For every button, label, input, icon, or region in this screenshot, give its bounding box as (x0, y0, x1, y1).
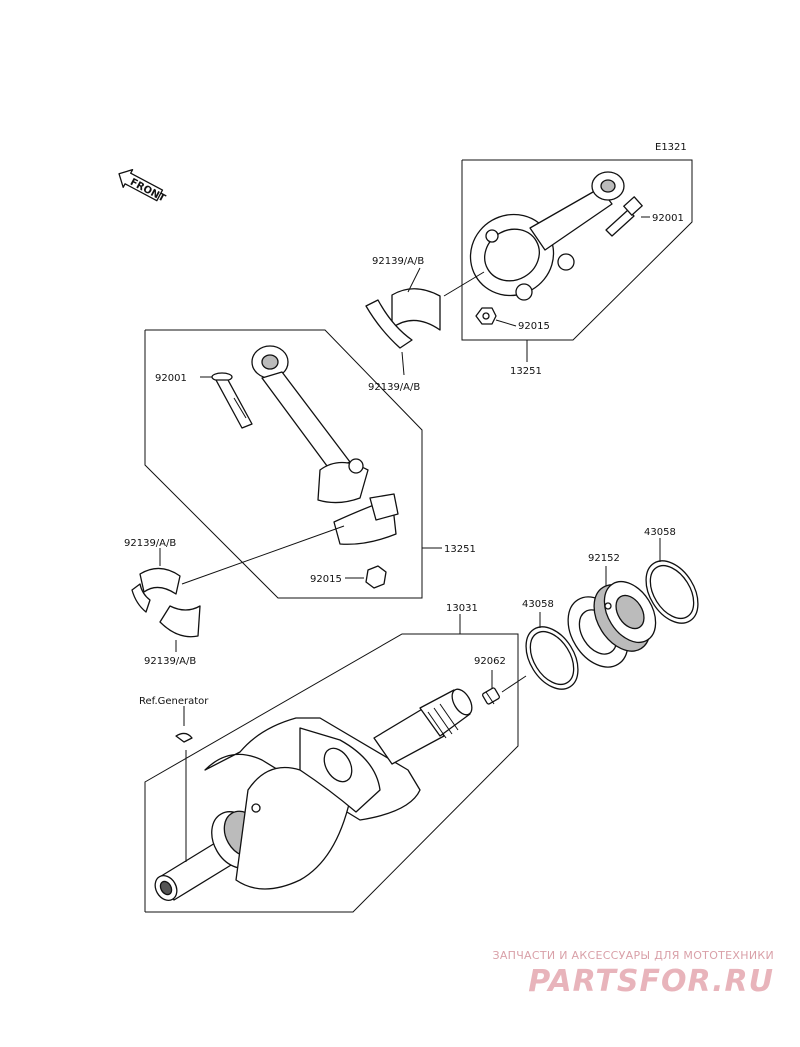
label-bearing-upper-top: 92139/A/B (372, 256, 424, 267)
upper-rod-assembly-box (461, 159, 693, 341)
front-label: FRONT (128, 177, 167, 205)
watermark-tagline: ЗАПЧАСТИ И АКСЕССУАРЫ ДЛЯ МОТОТЕХНИКИ (492, 949, 774, 962)
watermark-logo: PARTSFOR.RU (528, 964, 774, 999)
label-oring-outer: 43058 (644, 527, 676, 538)
front-arrow-icon: FRONT (118, 169, 167, 205)
label-bearing-large: 92152 (588, 553, 620, 564)
label-rod-assembly-lower: 13251 (444, 544, 476, 555)
label-nut-lower: 92015 (310, 574, 342, 585)
upper-rod-bolt (605, 196, 650, 237)
label-bearing-upper-bottom: 92139/A/B (368, 382, 420, 393)
upper-connecting-rod (469, 171, 625, 301)
label-bearing-lower-bottom: 92139/A/B (144, 656, 196, 667)
label-crankshaft: 13031 (446, 603, 478, 614)
lower-rod-bolt (211, 372, 253, 429)
woodruff-key (175, 732, 193, 743)
label-ref-generator: Ref.Generator (139, 696, 209, 707)
label-rod-assembly-upper: 13251 (510, 366, 542, 377)
upper-bearing-shells (365, 288, 441, 349)
lower-rod-assembly-box (144, 329, 423, 599)
lower-connecting-rod (251, 345, 369, 504)
inner-oring (525, 626, 579, 690)
upper-rod-nut (475, 307, 517, 327)
diagram-code: E1321 (655, 142, 687, 153)
label-nut-upper: 92015 (518, 321, 550, 332)
lower-rod-nut (365, 565, 387, 589)
crankshaft-box (144, 633, 519, 913)
label-bolt-upper: 92001 (652, 213, 684, 224)
label-bearing-lower-top: 92139/A/B (124, 538, 176, 549)
watermark: ЗАПЧАСТИ И АКСЕССУАРЫ ДЛЯ МОТОТЕХНИКИ PA… (492, 949, 774, 999)
label-bolt-lower: 92001 (155, 373, 187, 384)
large-bearing (567, 581, 657, 668)
crankshaft (154, 688, 473, 901)
lower-rod-cap (333, 493, 399, 545)
label-oring-inner: 43058 (522, 599, 554, 610)
lower-bearing-shells (131, 567, 201, 638)
label-plug: 92062 (474, 656, 506, 667)
plug (482, 687, 500, 705)
outer-oring (645, 560, 699, 624)
